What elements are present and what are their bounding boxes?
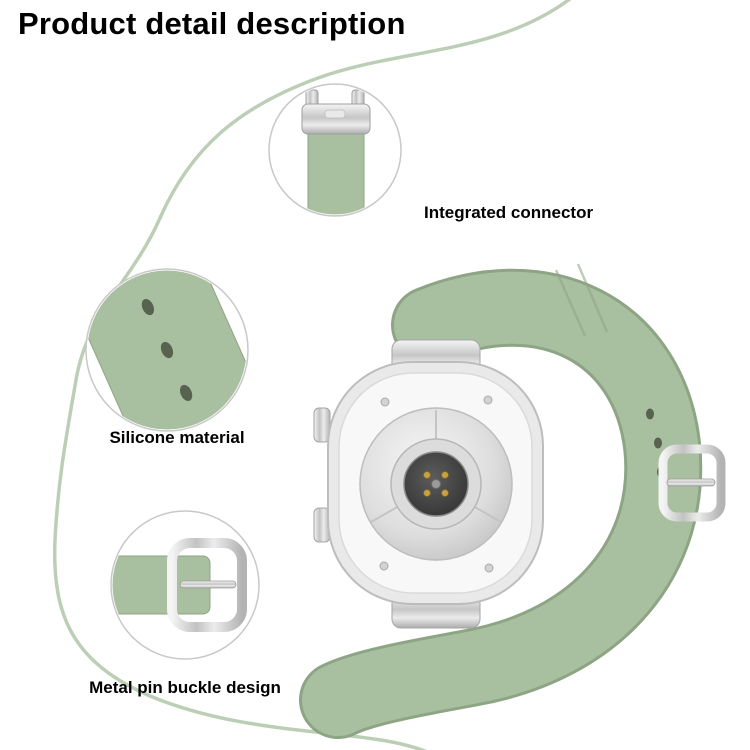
band-hole (654, 437, 662, 449)
watch-case (313, 339, 544, 629)
connector-bar (301, 103, 371, 135)
case-screw (483, 395, 493, 405)
sensor-center-dot (431, 479, 441, 489)
label-integrated-connector: Integrated connector (424, 203, 594, 222)
strap-hole (160, 341, 174, 359)
band-buckle-frame (658, 444, 726, 522)
label-silicone-material: Silicone material (109, 428, 245, 447)
case-screw (379, 561, 389, 571)
buckle-frame (167, 538, 247, 632)
band-surface (302, 271, 700, 736)
label-metal-pin-buckle: Metal pin buckle design (89, 678, 281, 697)
band-buckle-pin (666, 478, 716, 487)
sensor-contact-dot (423, 471, 431, 479)
strap-hole (141, 298, 154, 316)
band-keeper-line (576, 263, 609, 333)
page-title: Product detail description (18, 6, 406, 41)
buckle-pin (179, 580, 237, 589)
sensor-contact-dot (423, 489, 431, 497)
case-screw (380, 397, 390, 407)
callout-buckle (110, 510, 260, 660)
band-buckle (658, 444, 726, 522)
connector-notch (324, 109, 346, 119)
callout-connector (268, 83, 402, 217)
band-keeper-line (554, 269, 587, 337)
case-screw (484, 563, 494, 573)
sensor-contact-dot (441, 471, 449, 479)
sensor-contact-dot (441, 489, 449, 497)
band-hole (646, 408, 654, 420)
strap-hole (180, 384, 193, 402)
connector-strap (307, 129, 365, 215)
sensor-assembly (359, 407, 513, 561)
sensor-divider (472, 505, 502, 523)
callout-silicone (85, 268, 249, 432)
decorative-curve-line (52, 0, 572, 750)
sensor-divider (370, 505, 400, 523)
